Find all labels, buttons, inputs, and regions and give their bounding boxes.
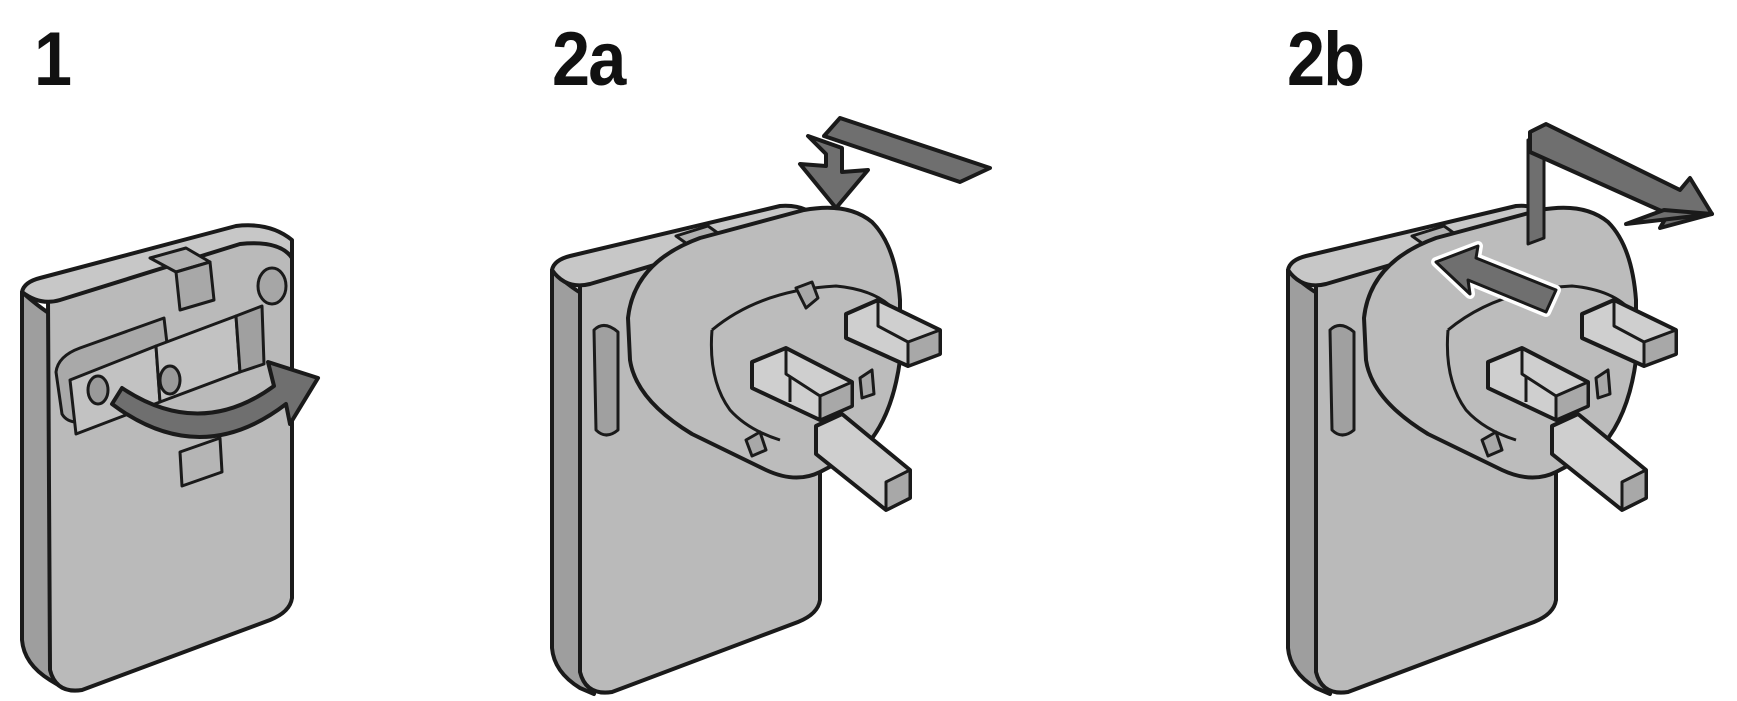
- step-2a-illustration: [552, 118, 990, 694]
- step-1-illustration: [22, 225, 318, 690]
- push-down-arrow: [800, 118, 990, 208]
- step-2b-illustration: [1288, 124, 1712, 694]
- charger-body: [22, 225, 292, 690]
- screw-hole-top: [258, 268, 286, 304]
